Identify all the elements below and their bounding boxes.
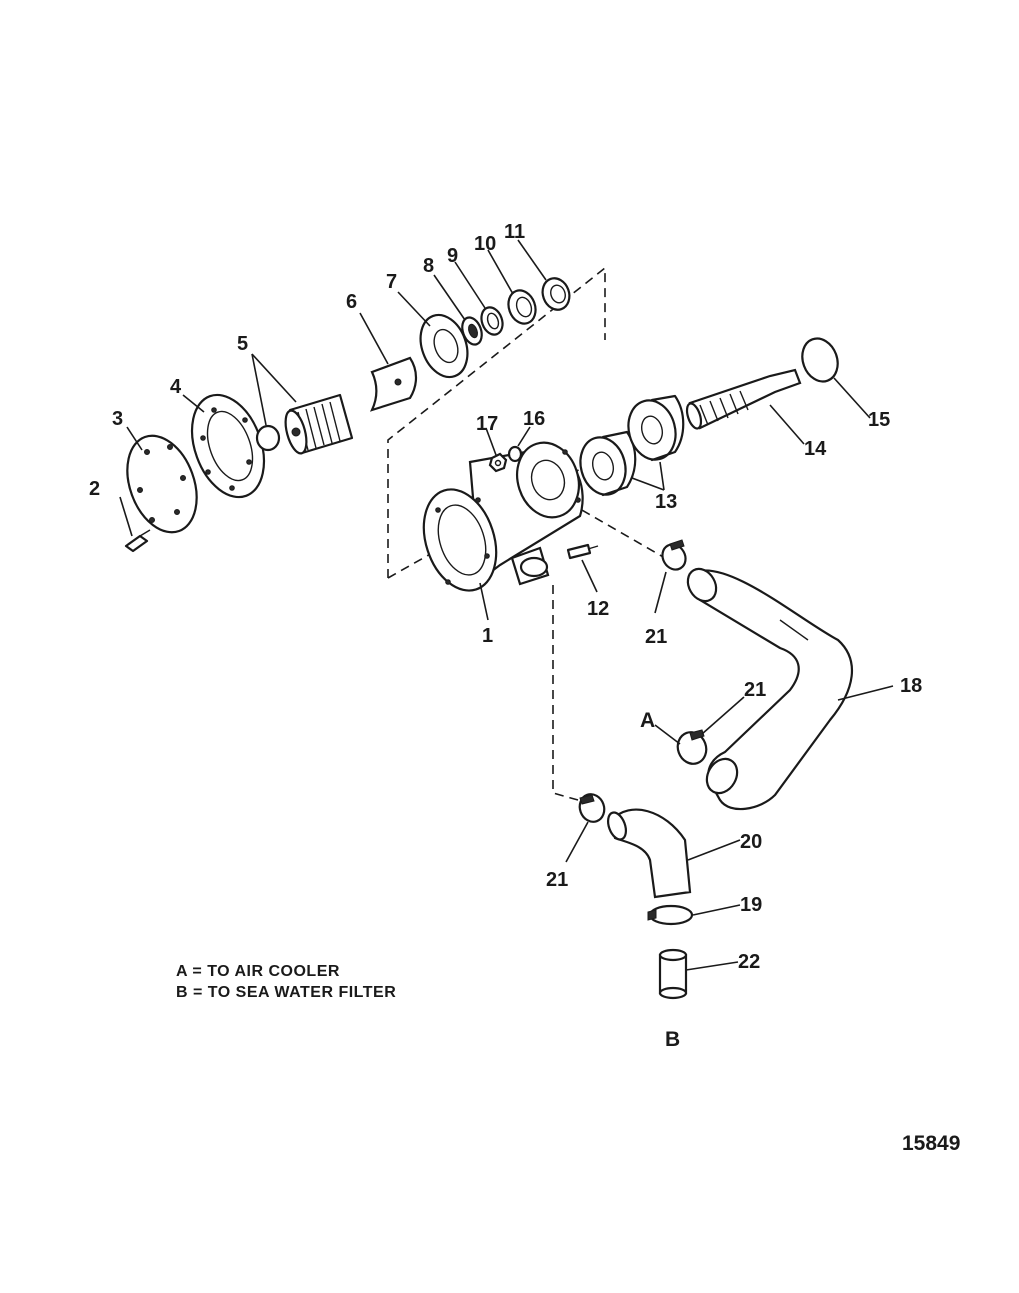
- callout-6: 6: [346, 291, 357, 313]
- part-22-fitting: [658, 948, 688, 1000]
- callout-numbers: 1 2 3 4 5 6 7 8 9 10 11 12 13 14 15 16 1…: [89, 221, 922, 973]
- callout-10: 10: [474, 233, 496, 255]
- callout-22: 22: [738, 951, 760, 973]
- callout-8: 8: [423, 255, 434, 277]
- part-9-ring: [480, 306, 504, 336]
- part-10-seal: [507, 289, 537, 325]
- callout-5: 5: [237, 333, 248, 355]
- legend-line-a: A = TO AIR COOLER: [176, 963, 340, 980]
- part-18-hose: [686, 567, 853, 811]
- connection-letter-b: B: [665, 1028, 680, 1051]
- legend-line-b: B = TO SEA WATER FILTER: [176, 984, 397, 1001]
- part-19-clamp: [647, 904, 694, 926]
- callout-9: 9: [447, 245, 458, 267]
- part-21-clamp-lower: [578, 793, 606, 823]
- part-3-cover-plate: [126, 434, 198, 534]
- part-6-wear-plate: [369, 356, 418, 412]
- part-2-screw: [124, 529, 151, 553]
- part-12-screw: [566, 543, 599, 560]
- part-17-nut: [488, 452, 508, 473]
- callout-21-upper: 21: [645, 626, 667, 648]
- callout-11: 11: [504, 221, 525, 243]
- callout-2: 2: [89, 478, 100, 500]
- callout-17: 17: [476, 413, 498, 435]
- part-21-clamp-a: [676, 729, 708, 765]
- part-15-o-ring: [801, 337, 839, 383]
- callout-21-lower: 21: [546, 869, 568, 891]
- part-14-shaft: [685, 368, 802, 430]
- leader-lines: [119, 239, 894, 971]
- part-8-seal: [461, 316, 483, 346]
- callout-4: 4: [170, 376, 182, 398]
- part-11-seal: [541, 277, 571, 311]
- callout-12: 12: [587, 598, 609, 620]
- callout-16: 16: [523, 408, 545, 430]
- part-21-clamp-upper: [661, 539, 687, 571]
- callout-19: 19: [740, 894, 762, 916]
- part-5-impeller: [255, 393, 354, 455]
- part-4-gasket: [190, 393, 266, 499]
- callout-14: 14: [804, 438, 827, 460]
- callout-21-a: 21: [744, 679, 766, 701]
- part-13-bearing: [579, 394, 685, 497]
- part-20-elbow-hose: [606, 808, 692, 899]
- callout-20: 20: [740, 831, 762, 853]
- callout-3: 3: [112, 408, 123, 430]
- connection-letter-a: A: [640, 709, 655, 732]
- callout-15: 15: [868, 409, 890, 431]
- callout-18: 18: [900, 675, 922, 697]
- callout-13: 13: [655, 491, 677, 513]
- connection-letters: A B: [640, 709, 680, 1051]
- part-16-washer: [507, 445, 523, 463]
- part-1-pump-body: [422, 441, 584, 592]
- callout-7: 7: [386, 271, 397, 293]
- figure-number: 15849: [902, 1132, 961, 1155]
- callout-1: 1: [482, 625, 493, 647]
